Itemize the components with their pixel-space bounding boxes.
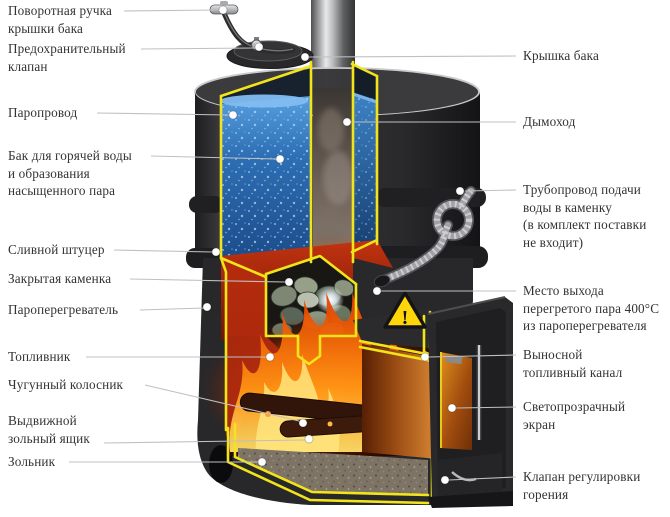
door-glass [440,352,472,450]
marker-dot [420,352,430,362]
hose-fitting [373,274,391,288]
label-tank-lid: Крышка бака [523,48,600,63]
leader-line [308,55,517,58]
label-closed-stone-chamber: Закрытая каменка [8,271,112,286]
label-ash-pan: Зольник [8,454,56,469]
water-tank-cutaway [220,64,377,266]
leader-line [150,155,277,160]
label-ash-drawer: Выдвижной зольный ящик [8,413,90,446]
leader-line [139,307,205,311]
label-hot-water-tank: Бак для горячей воды и образования насыщ… [8,148,132,199]
label-external-fuel-channel: Выносной топливный канал [523,347,623,380]
ash-pan [238,448,428,494]
leader-line [103,439,306,444]
leader-line [96,112,230,116]
marker-dot [447,403,457,413]
marker-dot [254,42,264,52]
leader-line [428,354,517,358]
stove-door [427,296,513,508]
tank-lid [226,40,314,69]
warning-triangle-icon: ! [383,291,427,329]
ash-drawer-front [438,453,502,497]
leader-line [448,476,517,481]
marker-dot [455,186,465,196]
marker-dot [284,277,294,287]
marker-dot [275,154,285,164]
marker-dot [257,457,267,467]
leader-line [123,9,220,12]
marker-dot [211,247,221,257]
label-steam-pipe: Паропровод [8,105,78,120]
label-cast-iron-grate: Чугунный колосник [8,377,124,392]
water-hose [373,186,476,288]
leader-line [464,189,517,192]
label-water-supply-pipe: Трубопровод подачи воды в каменку (в ком… [523,182,647,251]
marker-dot [304,434,314,444]
leader-line [140,47,256,50]
label-drain-fitting: Сливной штуцер [8,242,105,257]
leader-line [113,249,214,253]
marker-dot [228,110,238,120]
marker-dot [342,117,352,127]
marker-dot [265,352,275,362]
label-steam-outlet: Место выхода перегретого пара 400°С из п… [523,283,660,334]
label-firebox: Топливник [8,349,71,364]
channel-top-wall [353,308,450,350]
marker-dots [202,5,465,485]
label-chimney: Дымоход [523,114,576,129]
label-combustion-valve: Клапан регулировки горения [523,469,641,502]
marker-dot [372,286,382,296]
marker-dot [218,5,228,15]
leader-lines [69,9,517,481]
label-lid-rotating-handle: Поворотная ручка крышки бака [8,3,113,36]
leader-line [144,384,300,422]
label-safety-valve: Предохранительный клапан [8,41,126,74]
label-translucent-screen: Светопрозрачный экран [523,399,626,432]
marker-dot [202,302,212,312]
marker-dot [298,418,308,428]
fuel-channel [362,344,448,460]
svg-text:!: ! [402,307,409,329]
leader-line [129,278,286,283]
marker-dot [300,52,310,62]
leader-line [455,406,517,409]
label-steam-superheater: Пароперегреватель [8,302,119,317]
marker-dot [440,475,450,485]
brand-plate [445,354,463,365]
